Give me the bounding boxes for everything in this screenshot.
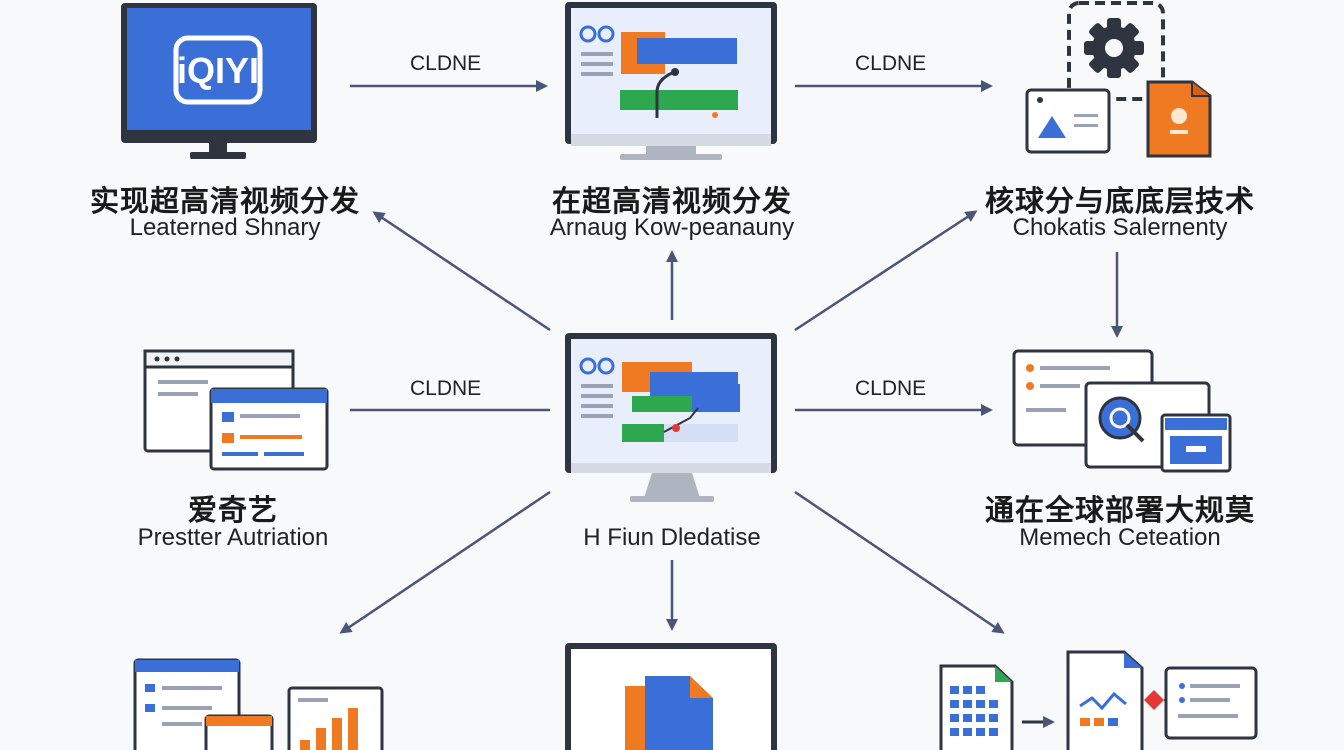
document-icon-bottom-right [939,650,1258,750]
monitor-icon-bottom [565,643,777,750]
node-top-left-title: 实现超高清视频分发 [89,186,360,218]
arrow-center-to-bottom-right [794,490,1005,634]
node-middle-right-title: 通在全球部署大规莫 [984,495,1255,527]
node-top-left-subtitle: Leaterned Shnary [129,214,321,241]
node-middle-left-title: 爱奇艺 [187,495,278,527]
iqiyi-logo-text: iQIYI [177,50,259,91]
arrows [339,80,1123,634]
dashboard-icon-bottom-left [133,658,384,750]
node-middle-left-subtitle: Prestter Autriation [137,524,329,551]
node-top-right-title: 核球分与底底层技术 [984,186,1255,218]
edge-label-top-right: CLDNE [855,52,927,75]
windows-icon-left [143,349,329,471]
arrow-center-to-bottom-left [339,490,551,634]
edge-label-middle-left: CLDNE [410,377,482,400]
node-top-center-title: 在超高清视频分发 [551,186,792,218]
arrow-center-to-top-right [794,210,978,332]
search-icon-windows [1012,349,1232,473]
gear-icon-cluster [1025,1,1212,158]
node-top-center-subtitle: Arnaug Kow-peanauny [549,214,795,241]
arrow-center-to-top-left [372,211,551,332]
iqiyi-logo-frame [173,35,263,105]
node-middle-right-subtitle: Memech Ceteation [1019,524,1221,551]
edge-label-middle-right: CLDNE [855,377,927,400]
monitor-icon-workflow-center [565,333,777,502]
node-top-right-subtitle: Chokatis Salernenty [1012,214,1228,241]
monitor-icon-workflow-top [565,2,777,160]
edge-label-top-left: CLDNE [410,52,482,75]
node-center-subtitle: H Fiun Dledatise [583,524,761,551]
monitor-icon-iqiyi: iQIYI [121,3,317,159]
